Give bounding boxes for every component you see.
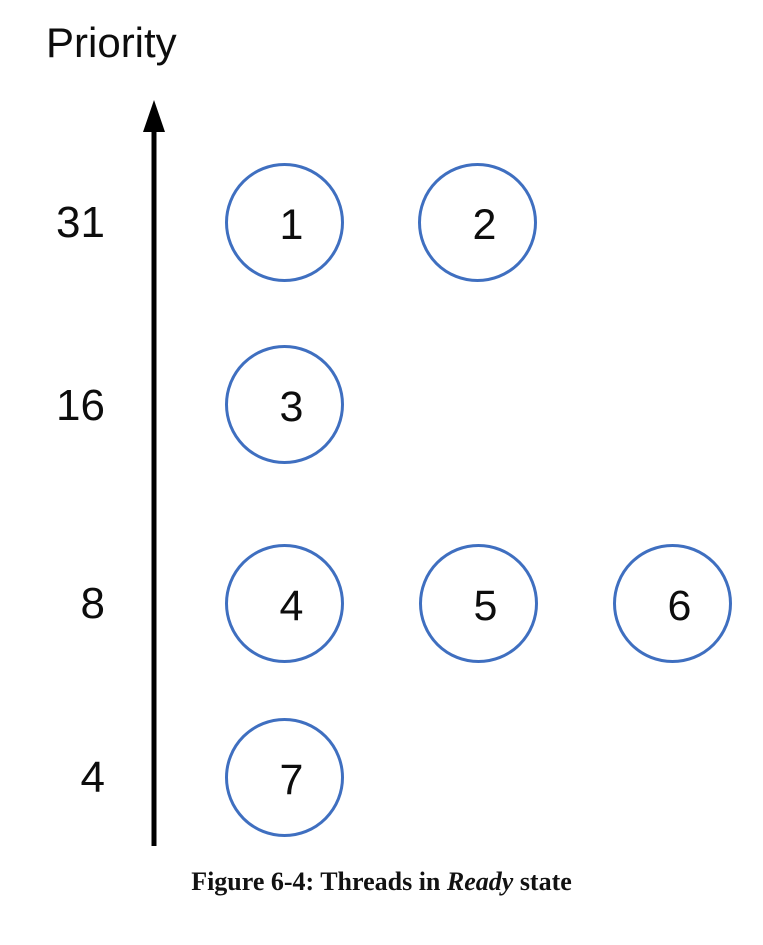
priority-axis-title: Priority	[46, 19, 177, 66]
figure-caption-suffix: state	[513, 867, 572, 896]
figure-caption-prefix: Figure 6-4: Threads in	[191, 867, 447, 896]
thread-node-7[interactable]: 7	[225, 718, 344, 837]
thread-node-label: 7	[279, 756, 304, 804]
thread-node-label: 5	[473, 582, 498, 630]
figure-caption: Figure 6-4: Threads in Ready state	[0, 866, 763, 897]
priority-tick-8: 8	[80, 579, 105, 628]
priority-axis-arrow	[143, 100, 165, 846]
thread-node-label: 4	[279, 582, 304, 630]
thread-node-label: 2	[472, 201, 497, 249]
axis-arrowhead	[143, 100, 165, 132]
thread-node-5[interactable]: 5	[419, 544, 538, 663]
thread-node-1[interactable]: 1	[225, 163, 344, 282]
thread-node-label: 6	[667, 582, 692, 630]
figure-caption-emphasis: Ready	[446, 867, 514, 896]
thread-node-2[interactable]: 2	[418, 163, 537, 282]
priority-tick-31: 31	[56, 198, 105, 247]
priority-tick-16: 16	[56, 381, 105, 430]
thread-node-3[interactable]: 3	[225, 345, 344, 464]
priority-tick-4: 4	[80, 753, 105, 802]
thread-node-label: 3	[279, 383, 304, 431]
thread-node-label: 1	[279, 201, 304, 249]
thread-node-4[interactable]: 4	[225, 544, 344, 663]
thread-node-6[interactable]: 6	[613, 544, 732, 663]
